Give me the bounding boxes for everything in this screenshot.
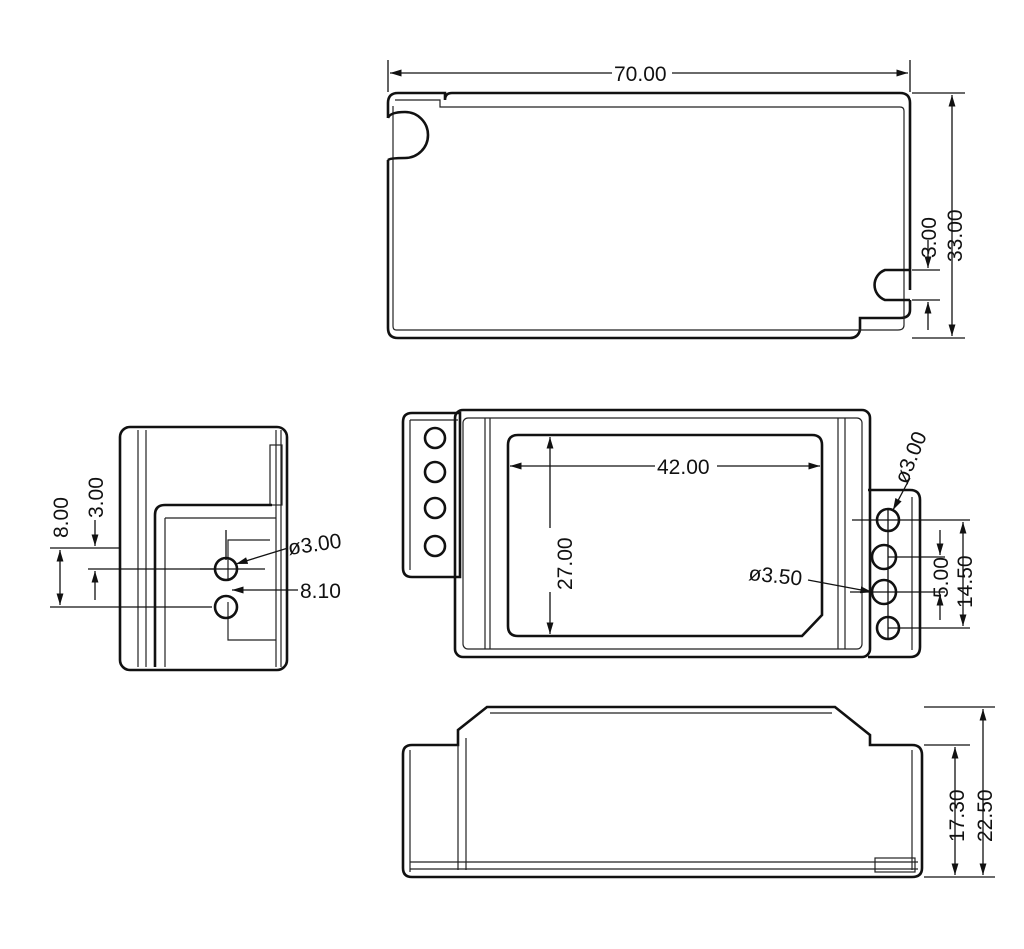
mounting-slot-right <box>873 268 910 302</box>
hole-dia-3: ø3.00 <box>286 530 342 560</box>
dim-14-50: 14.50 <box>954 555 977 608</box>
dim-5: 5.00 <box>930 557 953 598</box>
dim-8-10: 8.10 <box>300 580 341 603</box>
hole-dia-3-front: ø3.00 <box>890 428 931 486</box>
dim-3: 3.00 <box>918 217 941 258</box>
dim-27: 27.00 <box>554 537 577 590</box>
dim-42: 42.00 <box>657 456 710 479</box>
dim-17-30: 17.30 <box>946 789 969 842</box>
side-view: 8.00 3.00 ø3.00 8.10 <box>50 425 343 672</box>
dim-3-side: 3.00 <box>85 477 108 518</box>
top-view: 70.00 33.00 3.00 <box>386 60 967 340</box>
mounting-slot-left <box>386 110 430 162</box>
dim-22-50: 22.50 <box>974 789 997 842</box>
bottom-view: 22.50 17.30 <box>401 705 997 879</box>
hole-dia-3-50: ø3.50 <box>747 562 803 590</box>
dim-70: 70.00 <box>614 63 667 86</box>
dim-33: 33.00 <box>944 209 967 262</box>
front-view: 42.00 27.00 14.50 5.00 ø3.00 ø3.50 <box>401 408 977 659</box>
dim-8: 8.00 <box>50 497 73 538</box>
